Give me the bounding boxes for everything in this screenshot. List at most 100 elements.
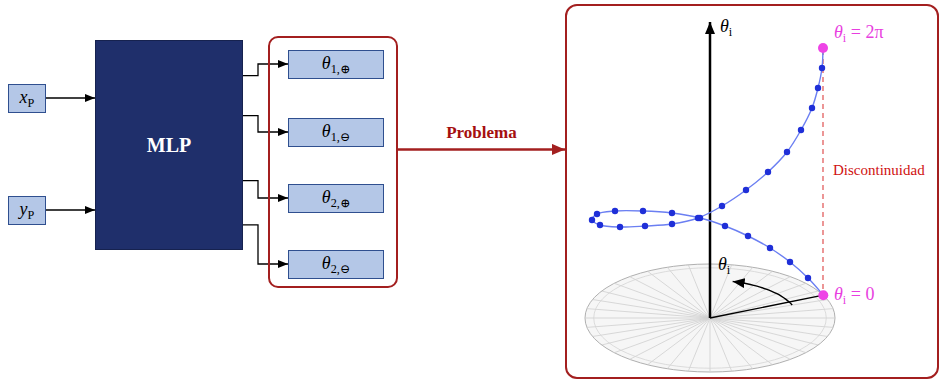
- node-label: θ2,⊕: [322, 187, 350, 210]
- math-subscript: P: [28, 207, 35, 221]
- math-symbol: θ: [322, 53, 331, 73]
- disk-spoke: [648, 318, 711, 365]
- math-rest: = 2π: [846, 22, 883, 42]
- disk-spoke: [710, 309, 833, 318]
- radius-line: [710, 295, 823, 318]
- math-subscript: i: [843, 31, 846, 45]
- problem-panel: θiθi = 2πDiscontinuidadθi = 0θi: [565, 4, 939, 379]
- endpoint-dot: [818, 43, 828, 53]
- vertical-axis: [709, 22, 712, 318]
- disk-spoke: [667, 267, 710, 318]
- disk-spoke: [585, 318, 710, 319]
- helix-point: [743, 187, 749, 193]
- math-symbol: θ: [720, 16, 729, 36]
- math-subscript: 2,⊕: [331, 195, 350, 209]
- node-label: θ1,⊕: [322, 53, 350, 76]
- connector: [243, 116, 288, 132]
- disk-spoke: [688, 265, 710, 318]
- connector: [243, 181, 288, 198]
- node-label: Discontinuidad: [833, 162, 925, 179]
- connector: [46, 209, 95, 210]
- discontinuity-line: [822, 50, 823, 289]
- math-subscript: i: [729, 25, 732, 39]
- helix-point: [617, 224, 623, 230]
- connector: [243, 64, 288, 76]
- output-box: θ2,⊖: [288, 250, 384, 279]
- disk-spoke: [710, 283, 806, 318]
- math-symbol: θ: [322, 187, 331, 207]
- disk-spoke: [710, 318, 732, 371]
- disk-spoke: [710, 318, 753, 369]
- disk-spoke: [710, 318, 835, 319]
- math-symbol: θ: [718, 254, 727, 274]
- disk-spoke: [710, 318, 711, 372]
- disk-spoke: [710, 318, 790, 359]
- node-label: θ1,⊖: [322, 121, 350, 144]
- disk-spoke: [593, 318, 710, 336]
- node-label: θi = 2π: [834, 22, 884, 45]
- helix-point: [642, 223, 648, 229]
- node-label: θ2,⊖: [322, 253, 350, 276]
- disk-spoke: [710, 271, 773, 318]
- node-label: θi: [718, 254, 730, 277]
- helix-point: [745, 233, 751, 239]
- math-subscript: i: [843, 293, 846, 307]
- helix-point: [798, 127, 804, 133]
- helix-curve: [592, 48, 823, 295]
- output-box: θ2,⊕: [288, 184, 384, 213]
- helix-point: [722, 223, 728, 229]
- math-subscript: 2,⊖: [331, 261, 350, 275]
- helix-point: [594, 211, 600, 217]
- helix-point: [669, 221, 675, 227]
- math-symbol: y: [20, 199, 28, 219]
- helix-point: [767, 245, 773, 251]
- disk-spoke: [587, 318, 710, 327]
- disk-spoke: [630, 277, 710, 318]
- node-label: xP: [20, 87, 35, 110]
- helix-point: [640, 208, 646, 214]
- helix-point: [597, 222, 603, 228]
- node-label: yP: [20, 199, 35, 222]
- helix-point: [787, 259, 793, 265]
- mlp-box: MLP: [95, 40, 243, 250]
- math-symbol: θ: [834, 22, 843, 42]
- math-subscript: 1,⊕: [331, 61, 350, 75]
- math-symbol: θ: [322, 253, 331, 273]
- math-subscript: P: [28, 95, 35, 109]
- disk-spoke: [710, 300, 827, 318]
- edge-label: Problema: [444, 123, 519, 143]
- math-subscript: i: [727, 263, 730, 277]
- helix-point: [765, 169, 771, 175]
- helix-point: [809, 105, 815, 111]
- math-rest: = 0: [846, 284, 874, 304]
- input-box: yP: [8, 196, 46, 225]
- math-symbol: x: [20, 87, 28, 107]
- node-label: θi = 0: [834, 284, 874, 307]
- helix-point: [819, 65, 825, 71]
- input-box: xP: [8, 84, 46, 113]
- connector: [243, 225, 288, 264]
- helix-point: [719, 203, 725, 209]
- connector: [398, 148, 565, 151]
- disk-spoke: [710, 318, 818, 345]
- math-symbol: θ: [322, 121, 331, 141]
- helix-point: [695, 215, 701, 221]
- output-box: θ1,⊕: [288, 50, 384, 79]
- math-symbol: θ: [834, 284, 843, 304]
- connector: [46, 97, 95, 98]
- helix-point: [805, 275, 811, 281]
- angle-arc: [733, 281, 793, 305]
- disk-spoke: [614, 318, 710, 353]
- helix-point: [815, 85, 821, 91]
- helix-point: [669, 210, 675, 216]
- math-subscript: 1,⊖: [331, 129, 350, 143]
- helix-point: [784, 149, 790, 155]
- node-label: MLP: [147, 134, 191, 157]
- output-box: θ1,⊖: [288, 118, 384, 147]
- output-group: θ1,⊕θ1,⊖θ2,⊕θ2,⊖: [268, 36, 398, 288]
- node-label: θi: [720, 16, 732, 39]
- helix-point: [612, 208, 618, 214]
- disk-spoke: [602, 291, 710, 318]
